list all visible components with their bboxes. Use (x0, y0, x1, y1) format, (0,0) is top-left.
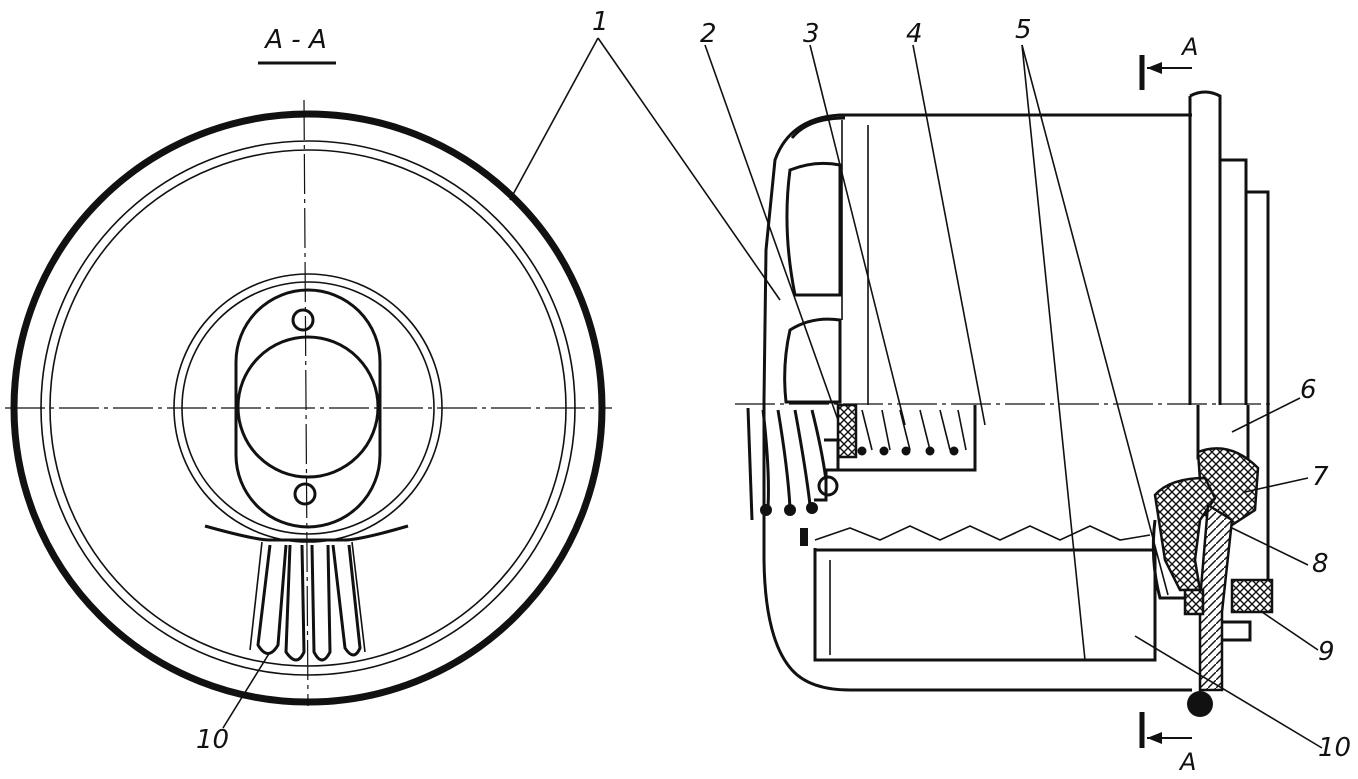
cut-marker-top (1139, 55, 1192, 90)
filter-zigzag (814, 525, 1151, 541)
fin-pocket-1 (785, 161, 842, 297)
valve-seat (800, 528, 808, 546)
ring-9-left (1183, 588, 1205, 616)
callout-7: 7 (1312, 462, 1329, 492)
spring-coils-3 (857, 409, 967, 456)
callout-4: 4 (906, 19, 923, 49)
callout-1: 1 (592, 7, 609, 37)
oval-housing (234, 288, 382, 529)
ring-9 (1230, 578, 1274, 614)
lower-step (1222, 620, 1252, 642)
mounting-hole-bottom (293, 482, 317, 506)
bottom-bead (1187, 691, 1213, 717)
vertical-centerline (303, 99, 309, 707)
leader-lines (222, 37, 1323, 749)
cut-marker-bottom (1139, 712, 1192, 748)
channel-outline (204, 524, 409, 542)
callout-10-right: 10 (1318, 733, 1351, 763)
slot-left (256, 544, 288, 655)
center-disc (236, 335, 380, 479)
section-view-aa: A - A (5, 25, 612, 707)
filter-element (813, 548, 1157, 662)
callout-5: 5 (1015, 15, 1032, 45)
flange-ring (1188, 90, 1222, 405)
backing-plate (1198, 502, 1234, 692)
spring-coils-left (746, 407, 828, 521)
valve-body (814, 438, 840, 502)
callout-3: 3 (803, 19, 820, 49)
slot-fan-edge (249, 541, 366, 653)
slot-center-right (310, 544, 332, 662)
mounting-hole-top (291, 308, 315, 332)
flange-step-1 (1220, 158, 1248, 405)
callout-8: 8 (1312, 549, 1329, 579)
callout-9: 9 (1318, 637, 1335, 667)
callout-2: 2 (700, 19, 717, 49)
fin-pocket-top-nub (790, 116, 846, 139)
side-view: A A (735, 33, 1274, 776)
cut-label-bottom: A (1178, 748, 1196, 774)
flange-step-2 (1246, 190, 1270, 590)
callout-10-left: 10 (196, 725, 229, 755)
spring-seat (836, 403, 858, 459)
callout-6: 6 (1300, 375, 1317, 405)
cut-label-top: A (1180, 33, 1198, 61)
slot-center-left (284, 544, 306, 662)
housing-lower-edge (1151, 519, 1192, 600)
section-title: A - A (263, 25, 326, 55)
fin-pocket-2 (783, 317, 842, 404)
valve-ball (817, 475, 839, 497)
housing-inner-contour (841, 120, 869, 405)
callout-numbers: 1 2 3 4 5 6 7 8 9 10 10 (196, 7, 1351, 763)
slot-right (331, 544, 362, 657)
housing-profile (762, 113, 1192, 692)
